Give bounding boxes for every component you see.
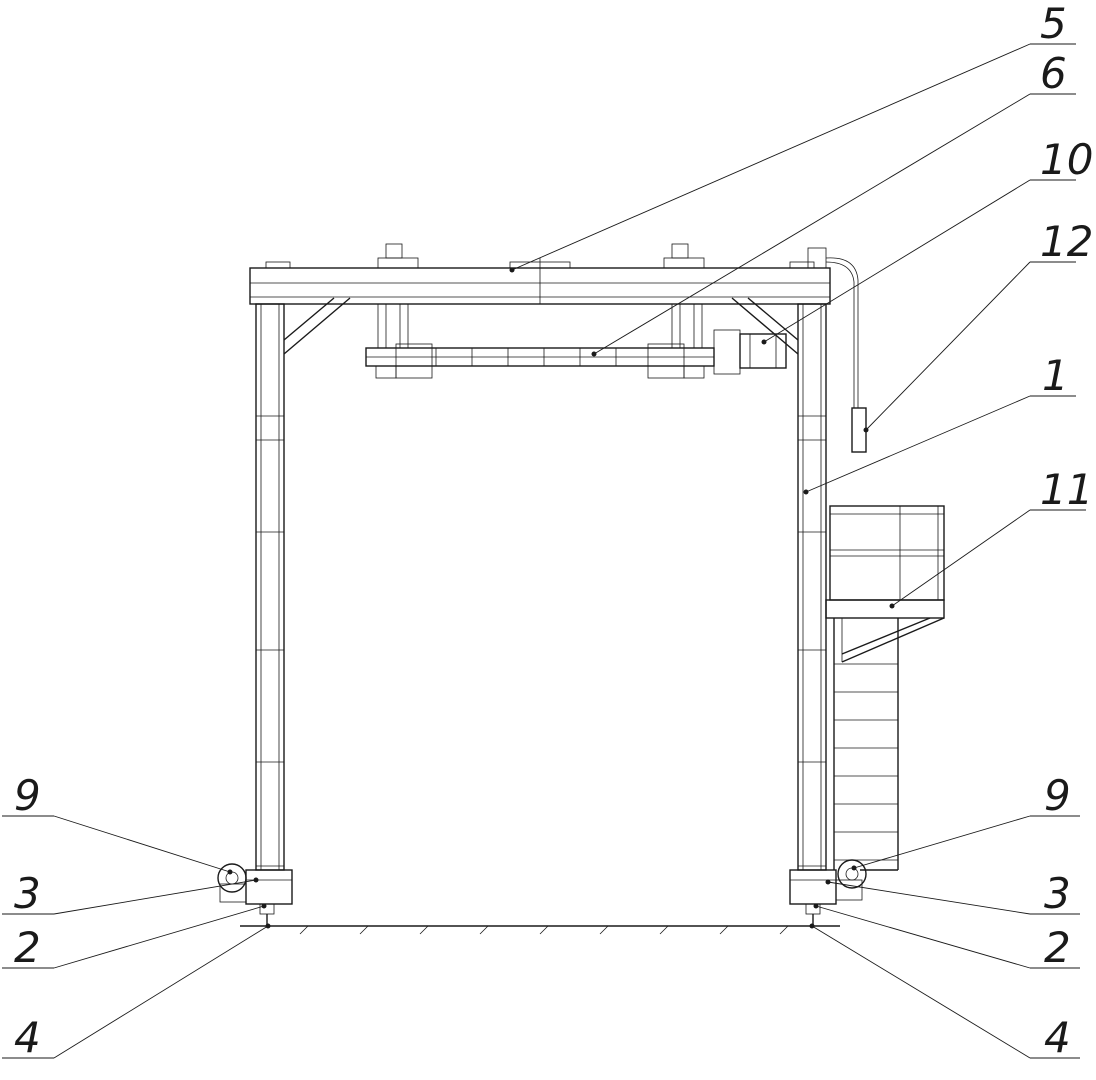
callout-labels: 5 6 10 12 1 11 9 3 2 4 9 3 2 4 xyxy=(14,0,1093,1062)
callout-4-right: 4 xyxy=(1044,1013,1071,1062)
callout-2-right: 2 xyxy=(1044,923,1071,972)
right-column xyxy=(731,247,827,871)
callout-5: 5 xyxy=(1040,0,1067,48)
callout-2-left: 2 xyxy=(14,923,41,972)
top-beam xyxy=(249,243,831,305)
callout-3-right: 3 xyxy=(1044,869,1071,918)
callout-4-left: 4 xyxy=(14,1013,41,1062)
service-platform xyxy=(825,505,945,663)
ground-line xyxy=(240,925,840,935)
callout-11: 11 xyxy=(1040,465,1093,514)
drive-motor xyxy=(713,329,787,375)
pendant-control xyxy=(825,257,867,453)
leader-lines xyxy=(2,43,1086,1059)
callout-1: 1 xyxy=(1042,351,1069,400)
trolley-beam xyxy=(365,303,715,379)
callout-9-right: 9 xyxy=(1044,771,1071,820)
callout-12: 12 xyxy=(1040,217,1093,266)
callout-3-left: 3 xyxy=(14,869,41,918)
callout-9-left: 9 xyxy=(14,771,41,820)
access-ladder xyxy=(833,618,899,871)
callout-10: 10 xyxy=(1040,135,1093,184)
callout-6: 6 xyxy=(1040,49,1067,98)
left-column xyxy=(255,297,351,871)
